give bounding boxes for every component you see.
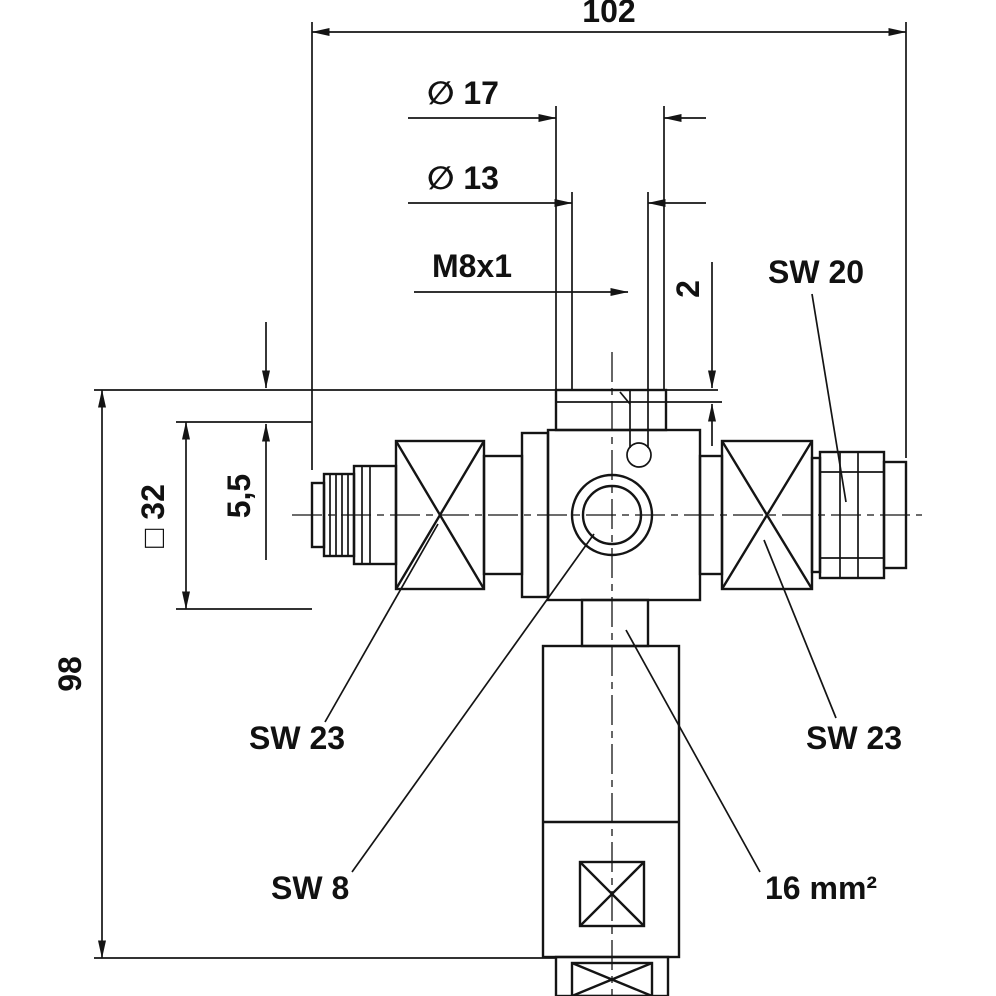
bore-chamfer [619, 391, 631, 405]
dim-label-m8x1: M8x1 [432, 248, 512, 284]
stem-square [578, 860, 646, 928]
leader-line [324, 523, 439, 723]
label-conductor-area: 16 mm² [625, 629, 877, 906]
dim-label-sw23-right: SW 23 [806, 720, 902, 756]
right-connector-sw20 [810, 450, 908, 580]
dim-step-height: 5,5 [221, 322, 270, 560]
leader-line [763, 539, 837, 719]
end-cap [882, 460, 908, 570]
side-port-outer [570, 473, 654, 557]
dim-label-sw8: SW 8 [271, 870, 349, 906]
dim-label-102: 102 [582, 0, 635, 29]
part-drawing [310, 388, 908, 996]
hex-diagonal [720, 440, 814, 590]
bottom-flange [554, 955, 670, 996]
dim-label-2: 2 [670, 280, 706, 298]
dimensions: 102 ∅ 17 ∅ 13 M8x1 2 [52, 0, 907, 959]
label-sw20: SW 20 [768, 254, 864, 503]
cable-stem [541, 598, 681, 996]
right-hex-nut [698, 439, 814, 591]
bottom-box [570, 961, 654, 996]
dim-label-98: 98 [52, 656, 88, 692]
dim-outer-diameter: ∅ 17 [408, 75, 706, 390]
label-sw23-right: SW 23 [763, 539, 902, 756]
center-body [482, 388, 702, 602]
stem-cylinder [541, 644, 681, 959]
dim-label-sw20: SW 20 [768, 254, 864, 290]
leader-line [351, 533, 595, 873]
dim-label-dia13: ∅ 13 [427, 160, 499, 196]
setscrew-hole [626, 442, 652, 468]
dim-inner-diameter: ∅ 13 [408, 160, 706, 390]
label-sw8: SW 8 [271, 533, 595, 906]
dim-square-size: □ 32 [135, 421, 312, 610]
dim-label-sw23-left: SW 23 [249, 720, 345, 756]
dim-label-sq32: □ 32 [135, 484, 171, 548]
dim-overall-width: 102 [311, 0, 907, 470]
dim-label-5-5: 5,5 [221, 474, 257, 518]
dim-lip-thickness: 2 [666, 262, 722, 446]
label-sw23-left: SW 23 [249, 523, 439, 756]
side-port-inner [581, 484, 643, 546]
label-thread-spec: M8x1 [414, 248, 629, 296]
hex-diagonal [394, 440, 486, 590]
clamp-block [580, 598, 650, 648]
top-boss [554, 388, 668, 432]
dim-label-16mm2: 16 mm² [765, 870, 877, 906]
dim-overall-height: 98 [52, 389, 556, 959]
leader-line [625, 629, 761, 873]
dim-label-dia17: ∅ 17 [427, 75, 499, 111]
leader-line [811, 293, 847, 503]
